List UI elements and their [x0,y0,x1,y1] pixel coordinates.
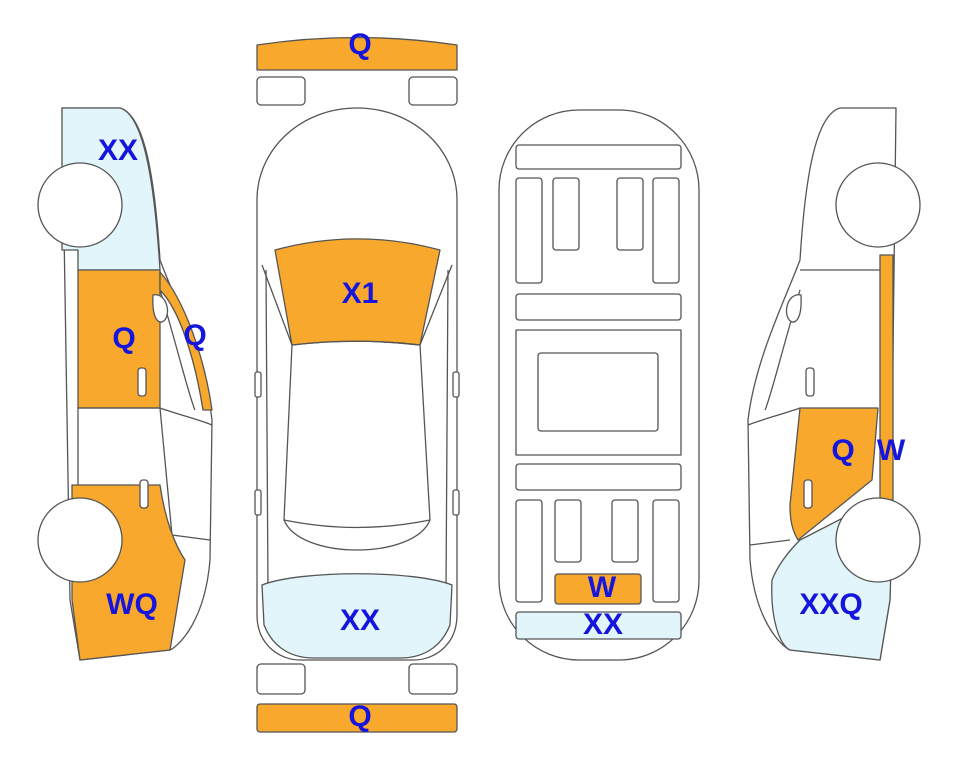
label-rear-top: XX [340,604,380,637]
label-underside-rear-edge: XX [583,608,623,641]
front-headlight-right [408,76,458,106]
front-bumper[interactable] [256,36,458,71]
label-left-front-fender: XX [98,134,138,167]
left-side-view [37,107,213,661]
label-right-rear-door: Q [831,434,854,467]
label-rear-bumper: Q [348,700,371,733]
front-headlight-left [256,76,306,106]
rear-light-left [256,663,306,695]
rear-light-right [408,663,458,695]
right-side-view [747,107,921,661]
left-a-pillar[interactable] [159,271,213,411]
label-left-a-pillar: Q [183,319,206,352]
rear-bumper[interactable] [256,703,458,733]
label-underside-rear-plate: W [588,571,617,604]
underside-view [498,109,700,661]
label-left-rear-quarter: WQ [106,588,158,621]
label-right-rear-quarter: XXQ [799,588,862,621]
underside-rear-edge[interactable] [515,611,682,640]
label-front-bumper: Q [348,28,371,61]
underside-rear-plate[interactable] [554,573,642,605]
top-view-car [254,107,460,661]
label-right-b-pillar: W [877,434,906,467]
rear-top-panel[interactable] [261,573,453,659]
label-left-front-door: Q [112,322,135,355]
label-hood: X1 [342,277,379,310]
